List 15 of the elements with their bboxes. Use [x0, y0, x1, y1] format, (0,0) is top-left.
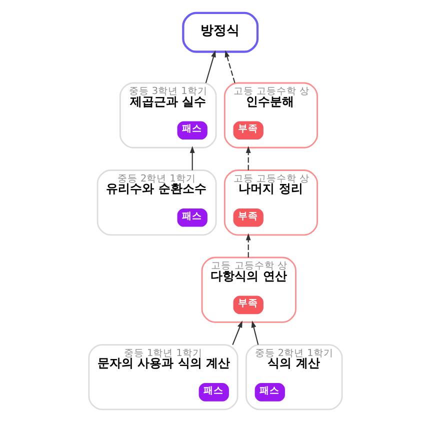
arrow	[232, 320, 242, 345]
arrow	[224, 50, 235, 84]
node-box: 패스	[176, 121, 207, 140]
arrow	[245, 233, 250, 258]
node-box: 방정식	[182, 12, 258, 53]
node-box: 패스	[254, 383, 284, 402]
node-box: 부족	[232, 121, 263, 140]
node-box: 부족	[232, 296, 263, 314]
arrow	[245, 146, 250, 170]
arrow	[204, 50, 216, 84]
node-box: 부족	[232, 208, 263, 227]
node-box: 패스	[198, 383, 228, 402]
arrow	[189, 146, 194, 170]
arrow	[250, 320, 258, 345]
node-box: 패스	[176, 208, 207, 227]
